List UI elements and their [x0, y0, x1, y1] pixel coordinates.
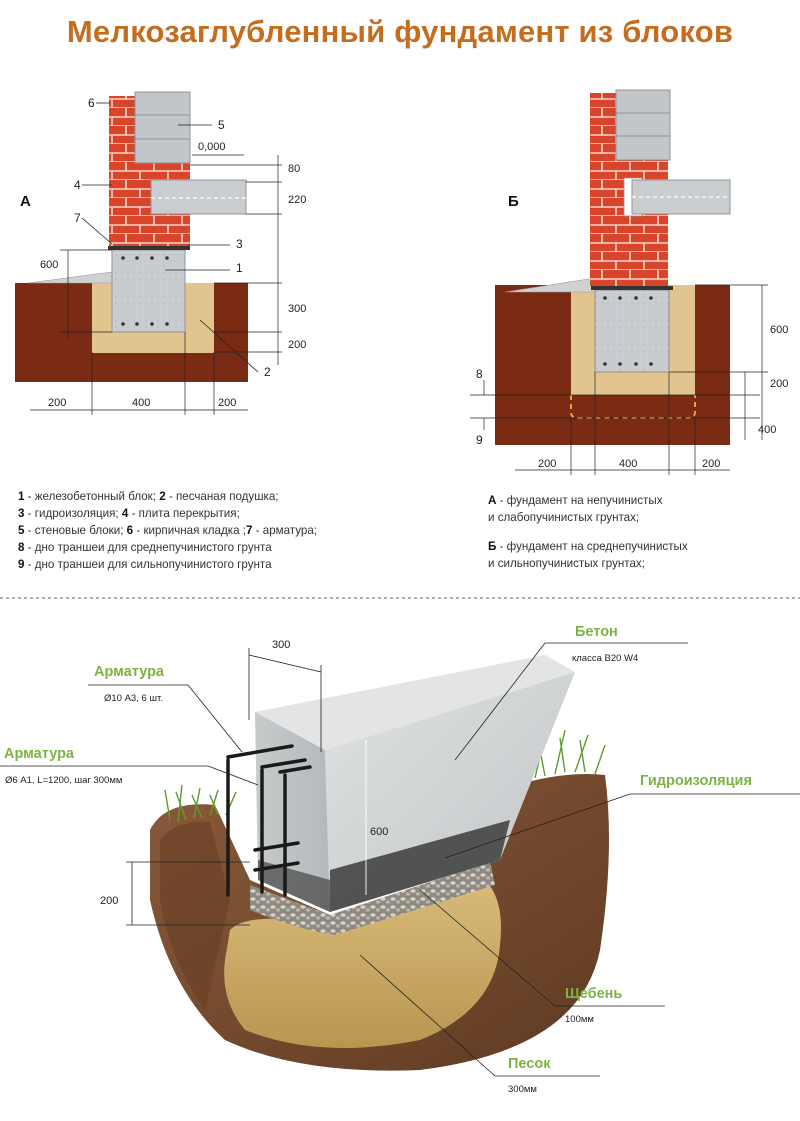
svg-text:200: 200 — [48, 397, 66, 409]
label-gravel: Щебень 100мм — [419, 889, 665, 1025]
svg-text:3: 3 — [236, 237, 243, 251]
svg-text:200: 200 — [218, 397, 236, 409]
diagram-a-letter: А — [20, 193, 31, 210]
legend-left: 1 - железобетонный блок; 2 - песчаная по… — [18, 488, 317, 573]
svg-text:220: 220 — [288, 194, 306, 206]
diagram-a: А 6 — [15, 91, 306, 415]
legend-right-b: Б - фундамент на среднепучинистых — [488, 540, 688, 553]
concrete-top-3d — [255, 655, 575, 750]
dims-right-a — [190, 155, 282, 365]
legend-right-a: А - фундамент на непучинистых — [488, 494, 663, 507]
svg-text:100мм: 100мм — [565, 1014, 594, 1025]
diagram-b: Б 8 9 — [470, 89, 788, 475]
svg-text:Арматура: Арматура — [94, 664, 165, 680]
svg-text:200: 200 — [538, 458, 556, 470]
dims-right-b — [669, 284, 768, 440]
svg-text:класса В20 W4: класса В20 W4 — [572, 653, 638, 664]
label-concrete: Бетон класса В20 W4 — [454, 624, 688, 761]
svg-text:600: 600 — [40, 259, 58, 271]
legend-row-4: 8 - дно траншеи для среднепучинистого гр… — [18, 541, 272, 554]
svg-text:200: 200 — [288, 339, 306, 351]
level-mark-a: 0,000 — [198, 141, 226, 153]
svg-text:Ø6 А1, L=1200, шаг 300мм: Ø6 А1, L=1200, шаг 300мм — [5, 775, 122, 786]
legend-row-5: 9 - дно траншеи для сильнопучинистого гр… — [18, 558, 272, 571]
svg-text:Арматура: Арматура — [4, 746, 75, 762]
svg-text:300мм: 300мм — [508, 1084, 537, 1095]
concrete-block-a — [111, 249, 186, 333]
legend-row-3: 5 - стеновые блоки; 6 - кирпичная кладка… — [18, 524, 318, 537]
svg-text:1: 1 — [236, 261, 243, 275]
legend-right: А - фундамент на непучинистых и слабопуч… — [488, 494, 688, 570]
svg-text:400: 400 — [758, 424, 776, 436]
page-title: Мелкозаглубленный фундамент из блоков — [66, 14, 734, 49]
dims-bottom-a — [30, 332, 248, 415]
svg-text:300: 300 — [288, 303, 306, 315]
label-rebar-mid: Арматура Ø6 А1, L=1200, шаг 300мм — [0, 746, 259, 786]
label-sand: Песок 300мм — [359, 954, 600, 1095]
label-rebar-top: Арматура Ø10 А3, 6 шт. — [88, 664, 243, 753]
svg-text:200: 200 — [100, 895, 118, 907]
svg-text:400: 400 — [619, 458, 637, 470]
svg-text:400: 400 — [132, 397, 150, 409]
svg-text:9: 9 — [476, 433, 483, 447]
gravel-layer-3d — [250, 862, 495, 935]
concrete-block-b — [594, 289, 670, 373]
diagram-b-letter: Б — [508, 193, 519, 210]
concrete-side-3d — [325, 672, 575, 912]
legend-row-2: 3 - гидроизоляция; 4 - плита перекрытия; — [18, 507, 240, 520]
svg-text:7: 7 — [74, 211, 81, 225]
dim-left-a — [60, 249, 112, 338]
svg-text:Гидроизоляция: Гидроизоляция — [640, 773, 752, 789]
svg-text:600: 600 — [370, 826, 388, 838]
svg-text:8: 8 — [476, 367, 483, 381]
svg-text:4: 4 — [74, 178, 81, 192]
svg-text:Щебень: Щебень — [565, 986, 622, 1002]
legend-row-1: 1 - железобетонный блок; 2 - песчаная по… — [18, 490, 279, 503]
floor-slab-a — [150, 179, 247, 215]
svg-text:200: 200 — [770, 378, 788, 390]
waterproofing-3d — [330, 820, 510, 912]
svg-text:6: 6 — [88, 96, 95, 110]
rebar-dots-a — [121, 256, 169, 326]
svg-text:2: 2 — [264, 365, 271, 379]
dim-width-3d — [248, 648, 322, 752]
svg-text:600: 600 — [770, 324, 788, 336]
svg-text:5: 5 — [218, 118, 225, 132]
soil-a — [15, 283, 248, 382]
wall-blocks-a — [134, 91, 191, 164]
dims-bottom-b — [515, 372, 730, 475]
concrete-front-3d — [255, 712, 330, 912]
wall-blocks-b — [615, 89, 671, 161]
svg-text:Песок: Песок — [508, 1056, 551, 1072]
dim-depth-3d — [126, 861, 250, 926]
label-waterproofing: Гидроизоляция — [444, 773, 800, 859]
waterproofing-a — [108, 246, 190, 250]
svg-text:200: 200 — [702, 458, 720, 470]
svg-text:Ø10 А3, 6 шт.: Ø10 А3, 6 шт. — [104, 693, 163, 704]
foundation-3d-model: 300 600 200 Арматура Ø10 А3, 6 шт. Арма — [0, 624, 800, 1095]
callouts-a: 6 5 4 7 3 1 2 — [74, 96, 271, 379]
blind-area-a — [27, 271, 113, 284]
svg-text:300: 300 — [272, 639, 290, 651]
rebar-3d — [226, 744, 312, 897]
svg-text:80: 80 — [288, 163, 300, 175]
grass-left — [164, 784, 237, 823]
svg-text:Бетон: Бетон — [575, 624, 618, 640]
